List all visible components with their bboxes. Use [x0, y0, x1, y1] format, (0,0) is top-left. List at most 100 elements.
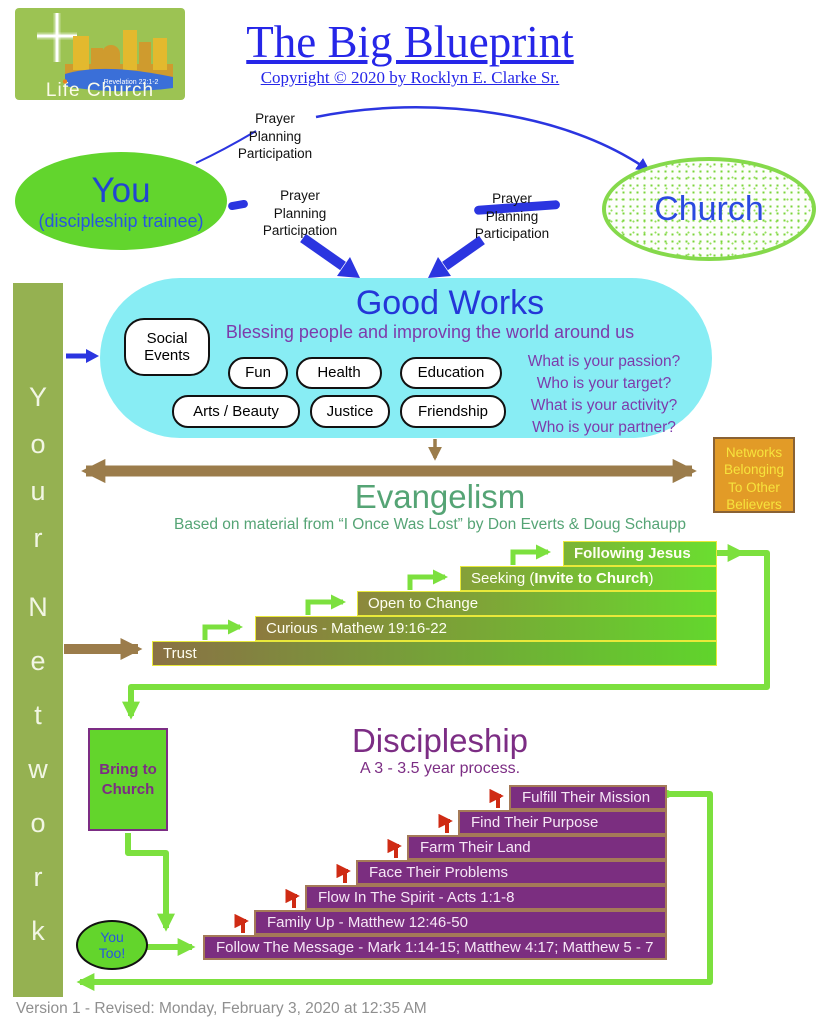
- discipleship-step-face: Face Their Problems: [356, 860, 667, 885]
- prayer-3-line-1: Prayer: [492, 191, 532, 206]
- seeking-label-bold: Invite to Church: [534, 570, 649, 587]
- prayer-1-line-2: Planning: [248, 128, 302, 144]
- pill-justice: Justice: [310, 395, 390, 428]
- discipleship-step-family: Family Up - Matthew 12:46-50: [254, 910, 667, 935]
- prayer-3-line-2: Planning: [485, 208, 539, 224]
- pill-health: Health: [296, 357, 382, 389]
- version-line: Version 1 - Revised: Monday, February 3,…: [16, 1000, 427, 1017]
- logo-i-dot: [62, 79, 68, 84]
- step-arrow-trust-curious: [202, 619, 243, 640]
- page-title: The Big Blueprint: [246, 17, 574, 67]
- evangelism-step-seeking: Seeking (Invite to Church): [460, 566, 717, 591]
- evangelism-subtitle: Based on material from “I Once Was Lost”…: [173, 516, 686, 533]
- you-too-oval: You Too!: [76, 920, 148, 970]
- pill-social-events: Social Events: [124, 318, 210, 376]
- face-label: Face Their Problems: [369, 864, 508, 881]
- following-label: Following Jesus: [574, 545, 691, 562]
- flow-label: Flow In The Spirit - Acts 1:1-8: [318, 889, 515, 906]
- red-arrow-face-farm: [387, 838, 402, 858]
- red-arrow-flow-face: [336, 863, 351, 883]
- discipleship-step-farm: Farm Their Land: [407, 835, 667, 860]
- evangelism-loop-line: [122, 550, 770, 720]
- discipleship-step-flow: Flow In The Spirit - Acts 1:1-8: [305, 885, 667, 910]
- pill-education: Education: [400, 357, 502, 389]
- prayer-block-1: Prayer Planning Participation: [215, 110, 335, 163]
- evangelism-step-trust: Trust: [152, 641, 717, 666]
- prayer-block-3: Prayer Planning Participation: [452, 190, 572, 243]
- question-passion: What is your passion?: [527, 353, 681, 370]
- discipleship-step-follow: Follow The Message - Mark 1:14-15; Matth…: [203, 935, 667, 960]
- discipleship-loop-line: [76, 791, 713, 991]
- pill-friendship: Friendship: [400, 395, 506, 428]
- youtoo-line-2: Too!: [98, 945, 126, 961]
- red-arrow-farm-find: [438, 813, 453, 833]
- prayer-3-line-3: Participation: [474, 226, 550, 242]
- follow-label: Follow The Message - Mark 1:14-15; Matth…: [216, 939, 654, 956]
- red-arrow-find-fulfill: [489, 788, 504, 808]
- networks-line-2: Belonging: [723, 462, 785, 478]
- prayer-1-line-1: Prayer: [255, 111, 295, 126]
- step-arrow-open-seeking: [407, 569, 448, 590]
- seeking-label-prefix: Seeking (: [471, 570, 535, 587]
- family-label: Family Up - Matthew 12:46-50: [267, 914, 468, 931]
- life-church-logo: Revelation 22:1-2 Life Church: [15, 8, 185, 101]
- pill-arts-beauty: Arts / Beauty: [172, 395, 300, 428]
- networks-line-4: Believers: [726, 496, 782, 512]
- find-label: Find Their Purpose: [471, 814, 599, 831]
- network-to-goodworks-arrow: [66, 349, 99, 363]
- pill-fun: Fun: [228, 357, 288, 389]
- farm-label: Farm Their Land: [420, 839, 531, 856]
- fulfill-label: Fulfill Their Mission: [522, 789, 651, 806]
- evangelism-step-following: Following Jesus: [563, 541, 717, 566]
- network-bar-word-network: Network: [23, 592, 53, 970]
- discipleship-subtitle: A 3 - 3.5 year process.: [359, 760, 521, 777]
- red-arrow-family-flow: [285, 888, 300, 908]
- wave-icon: Revelation 22:1-2: [65, 68, 173, 92]
- bring-to-junction-line: [125, 833, 175, 932]
- logo-scripture: Revelation 22:1-2: [104, 79, 159, 86]
- prayer-1-line-3: Participation: [237, 146, 313, 162]
- you-label: You: [91, 170, 151, 210]
- church-label: Church: [654, 189, 764, 228]
- you-to-prayer-curve: [195, 130, 257, 164]
- good-works-title: Good Works: [355, 284, 545, 322]
- you-sublabel: (discipleship trainee): [38, 210, 204, 231]
- prayer-to-church-arrow: [315, 106, 651, 172]
- church-link-dash: [474, 200, 560, 215]
- goodworks-arrow-left: [300, 233, 360, 278]
- logo-church-name: Life Church: [46, 80, 154, 100]
- church-oval: Church: [602, 157, 816, 261]
- bring-line-1: Bring to: [99, 761, 157, 778]
- cross-icon: [37, 13, 77, 62]
- discipleship-step-find: Find Their Purpose: [458, 810, 667, 835]
- question-activity: What is your activity?: [530, 397, 678, 414]
- bring-to-church-box: Bring to Church: [88, 728, 168, 831]
- seeking-label-suffix: ): [648, 570, 654, 587]
- question-partner: Who is your partner?: [532, 419, 676, 436]
- prayer-block-2: Prayer Planning Participation: [240, 187, 360, 240]
- copyright-line: Copyright © 2020 by Rocklyn E. Clarke Sr…: [260, 68, 560, 87]
- prayer-2-line-3: Participation: [262, 223, 338, 239]
- step-arrow-seeking-following: [510, 544, 551, 565]
- your-network-bar: [13, 283, 63, 997]
- open-label: Open to Change: [368, 595, 479, 612]
- networks-line-3: To Other: [728, 479, 780, 495]
- prayer-2-line-1: Prayer: [280, 188, 320, 203]
- goodworks-arrow-right: [428, 235, 485, 278]
- question-target: Who is your target?: [536, 375, 672, 392]
- you-oval: You (discipleship trainee): [15, 152, 227, 250]
- curious-label: Curious - Mathew 19:16-22: [266, 620, 447, 637]
- prayer-2-line-2: Planning: [273, 205, 327, 221]
- red-arrow-follow-family: [234, 913, 249, 933]
- bring-line-2: Church: [101, 780, 155, 798]
- trust-label: Trust: [163, 645, 197, 662]
- discipleship-step-fulfill: Fulfill Their Mission: [509, 785, 667, 810]
- you-link-dash: [228, 199, 248, 211]
- good-works-subtitle: Blessing people and improving the world …: [225, 322, 635, 342]
- network-bar-word-your: Your: [23, 382, 53, 570]
- evangelism-step-open: Open to Change: [357, 591, 717, 616]
- youtoo-line-1: You: [100, 928, 124, 945]
- discipleship-title: Discipleship: [351, 722, 529, 759]
- good-works-questions: What is your passion? Who is your target…: [515, 351, 693, 439]
